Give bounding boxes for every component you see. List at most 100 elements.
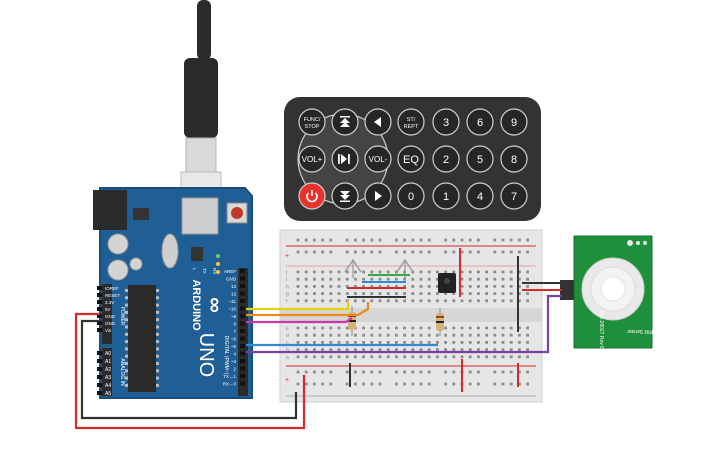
ir-receiver[interactable] — [438, 273, 456, 293]
remote-button-7[interactable]: 7 — [500, 182, 528, 210]
analog-pin-label: A0 — [105, 351, 111, 357]
skip-up-icon — [340, 116, 350, 127]
power-pin-label: RESET — [105, 293, 120, 298]
remote-button-triangle-down[interactable] — [364, 182, 392, 210]
header-pin[interactable] — [97, 286, 102, 290]
remote-button-label: VOL- — [369, 155, 388, 164]
power-icon — [306, 190, 318, 203]
remote-button-eq[interactable]: EQ — [397, 145, 425, 173]
header-pin[interactable] — [240, 284, 245, 288]
header-pin[interactable] — [240, 381, 245, 386]
header-pin[interactable] — [97, 351, 102, 355]
status-led-label: RX — [212, 268, 217, 274]
resistor-2[interactable] — [436, 308, 444, 336]
pir-label-top: PIR Sensor — [627, 328, 653, 334]
analog-header-label: ANALOG IN — [119, 358, 125, 386]
remote-button-triangle-up[interactable] — [364, 108, 392, 136]
wire-red-5v[interactable] — [74, 312, 306, 430]
header-pin[interactable] — [240, 329, 245, 333]
remote-button-label: 3 — [443, 117, 449, 129]
rgb-led-1[interactable] — [344, 258, 362, 278]
remote-button-6[interactable]: 6 — [466, 108, 494, 136]
header-pin[interactable] — [240, 366, 245, 371]
remote-button-3[interactable]: 3 — [432, 108, 460, 136]
header-pin[interactable] — [240, 276, 245, 281]
header-pin[interactable] — [97, 300, 102, 304]
row-letter: f — [286, 299, 288, 305]
header-pin[interactable] — [97, 375, 102, 379]
header-pin[interactable] — [97, 359, 102, 363]
remote-button-8[interactable]: 8 — [500, 145, 528, 173]
remote-button-label: STOP — [305, 124, 320, 130]
power-pin-label: 5V — [105, 307, 111, 312]
remote-button-funcstop[interactable]: FUNC/STOP — [298, 108, 326, 136]
remote-button-0[interactable]: 0 — [397, 182, 425, 210]
power-pin-label: IOREF — [105, 286, 119, 291]
digital-pin-label: ~10 — [228, 307, 236, 312]
digital-pin-label: 12 — [231, 292, 237, 297]
remote-button-skip-forward[interactable] — [331, 108, 359, 136]
wire-black-gnd[interactable] — [80, 319, 298, 420]
remote-button-label: 4 — [477, 191, 483, 203]
remote-button-1[interactable]: 1 — [432, 182, 460, 210]
header-pin[interactable] — [97, 314, 102, 318]
wire-purple-pin5[interactable] — [246, 294, 562, 354]
usb-cable — [180, 0, 222, 201]
row-letter: a — [286, 355, 289, 361]
header-pin[interactable] — [97, 307, 102, 311]
header-pin[interactable] — [97, 391, 102, 395]
digital-pin-label: 2 — [233, 367, 236, 372]
header-pin[interactable] — [240, 359, 245, 363]
header-pin[interactable] — [240, 269, 245, 273]
header-pin[interactable] — [240, 336, 245, 341]
remote-button-label: 7 — [511, 191, 517, 203]
header-pin[interactable] — [240, 344, 245, 348]
status-led-label: TX — [202, 268, 207, 274]
row-letter: b — [286, 348, 289, 354]
header-pin[interactable] — [240, 374, 245, 378]
play-pause-icon — [338, 154, 350, 164]
chip-legs — [125, 289, 159, 387]
digital-pin-label: GND — [226, 277, 237, 282]
remote-button-4[interactable]: 4 — [466, 182, 494, 210]
remote-button-strept[interactable]: ST/REPT — [397, 108, 425, 136]
header-pin[interactable] — [240, 321, 245, 326]
power-pin-label: 3.3V — [105, 300, 114, 305]
header-pin[interactable] — [97, 367, 102, 371]
header-pin[interactable] — [97, 328, 102, 332]
header-pin[interactable] — [97, 293, 102, 297]
remote-button-2[interactable]: 2 — [432, 145, 460, 173]
header-pin[interactable] — [240, 314, 245, 318]
row-letter: i — [286, 277, 287, 283]
remote-button-label: 2 — [443, 154, 449, 166]
remote-button-vol[interactable]: VOL- — [364, 145, 392, 173]
header-pin[interactable] — [240, 291, 245, 296]
digital-header-label: DIGITAL (PWM~) — [223, 336, 229, 375]
arduino-uno-board[interactable]: ∞ ARDUINO UNO POWER ANALOG IN DIGITAL (P… — [93, 187, 253, 399]
wire-magenta-pin8[interactable] — [246, 317, 353, 324]
arduino-brand: ARDUINO — [190, 279, 202, 331]
remote-button-5[interactable]: 5 — [466, 145, 494, 173]
header-pin[interactable] — [240, 299, 245, 303]
wire-orange-pin9[interactable] — [246, 302, 370, 317]
header-pin[interactable] — [97, 321, 102, 325]
atmega-chip — [128, 285, 156, 392]
remote-button-vol[interactable]: VOL+ — [298, 145, 326, 173]
status-led-label: L — [192, 268, 197, 271]
digital-pin-label: ~3 — [231, 359, 237, 364]
pir-sensor[interactable]: PIR Sensor 555-28027 Rev B — [560, 235, 653, 350]
header-pin[interactable] — [240, 306, 245, 311]
wire-yellow-pin10[interactable] — [246, 301, 350, 311]
remote-button-skip-back[interactable] — [331, 182, 359, 210]
header-pin[interactable] — [97, 383, 102, 387]
reset-button[interactable] — [231, 207, 243, 219]
analog-pin-label: A5 — [105, 391, 111, 397]
remote-button-9[interactable]: 9 — [500, 108, 528, 136]
triangle-left-icon — [374, 117, 381, 127]
remote-button-power[interactable] — [298, 182, 326, 210]
remote-button-label: REPT — [404, 124, 419, 130]
remote-button-play-pause[interactable] — [331, 145, 359, 173]
header-pin[interactable] — [240, 351, 245, 356]
